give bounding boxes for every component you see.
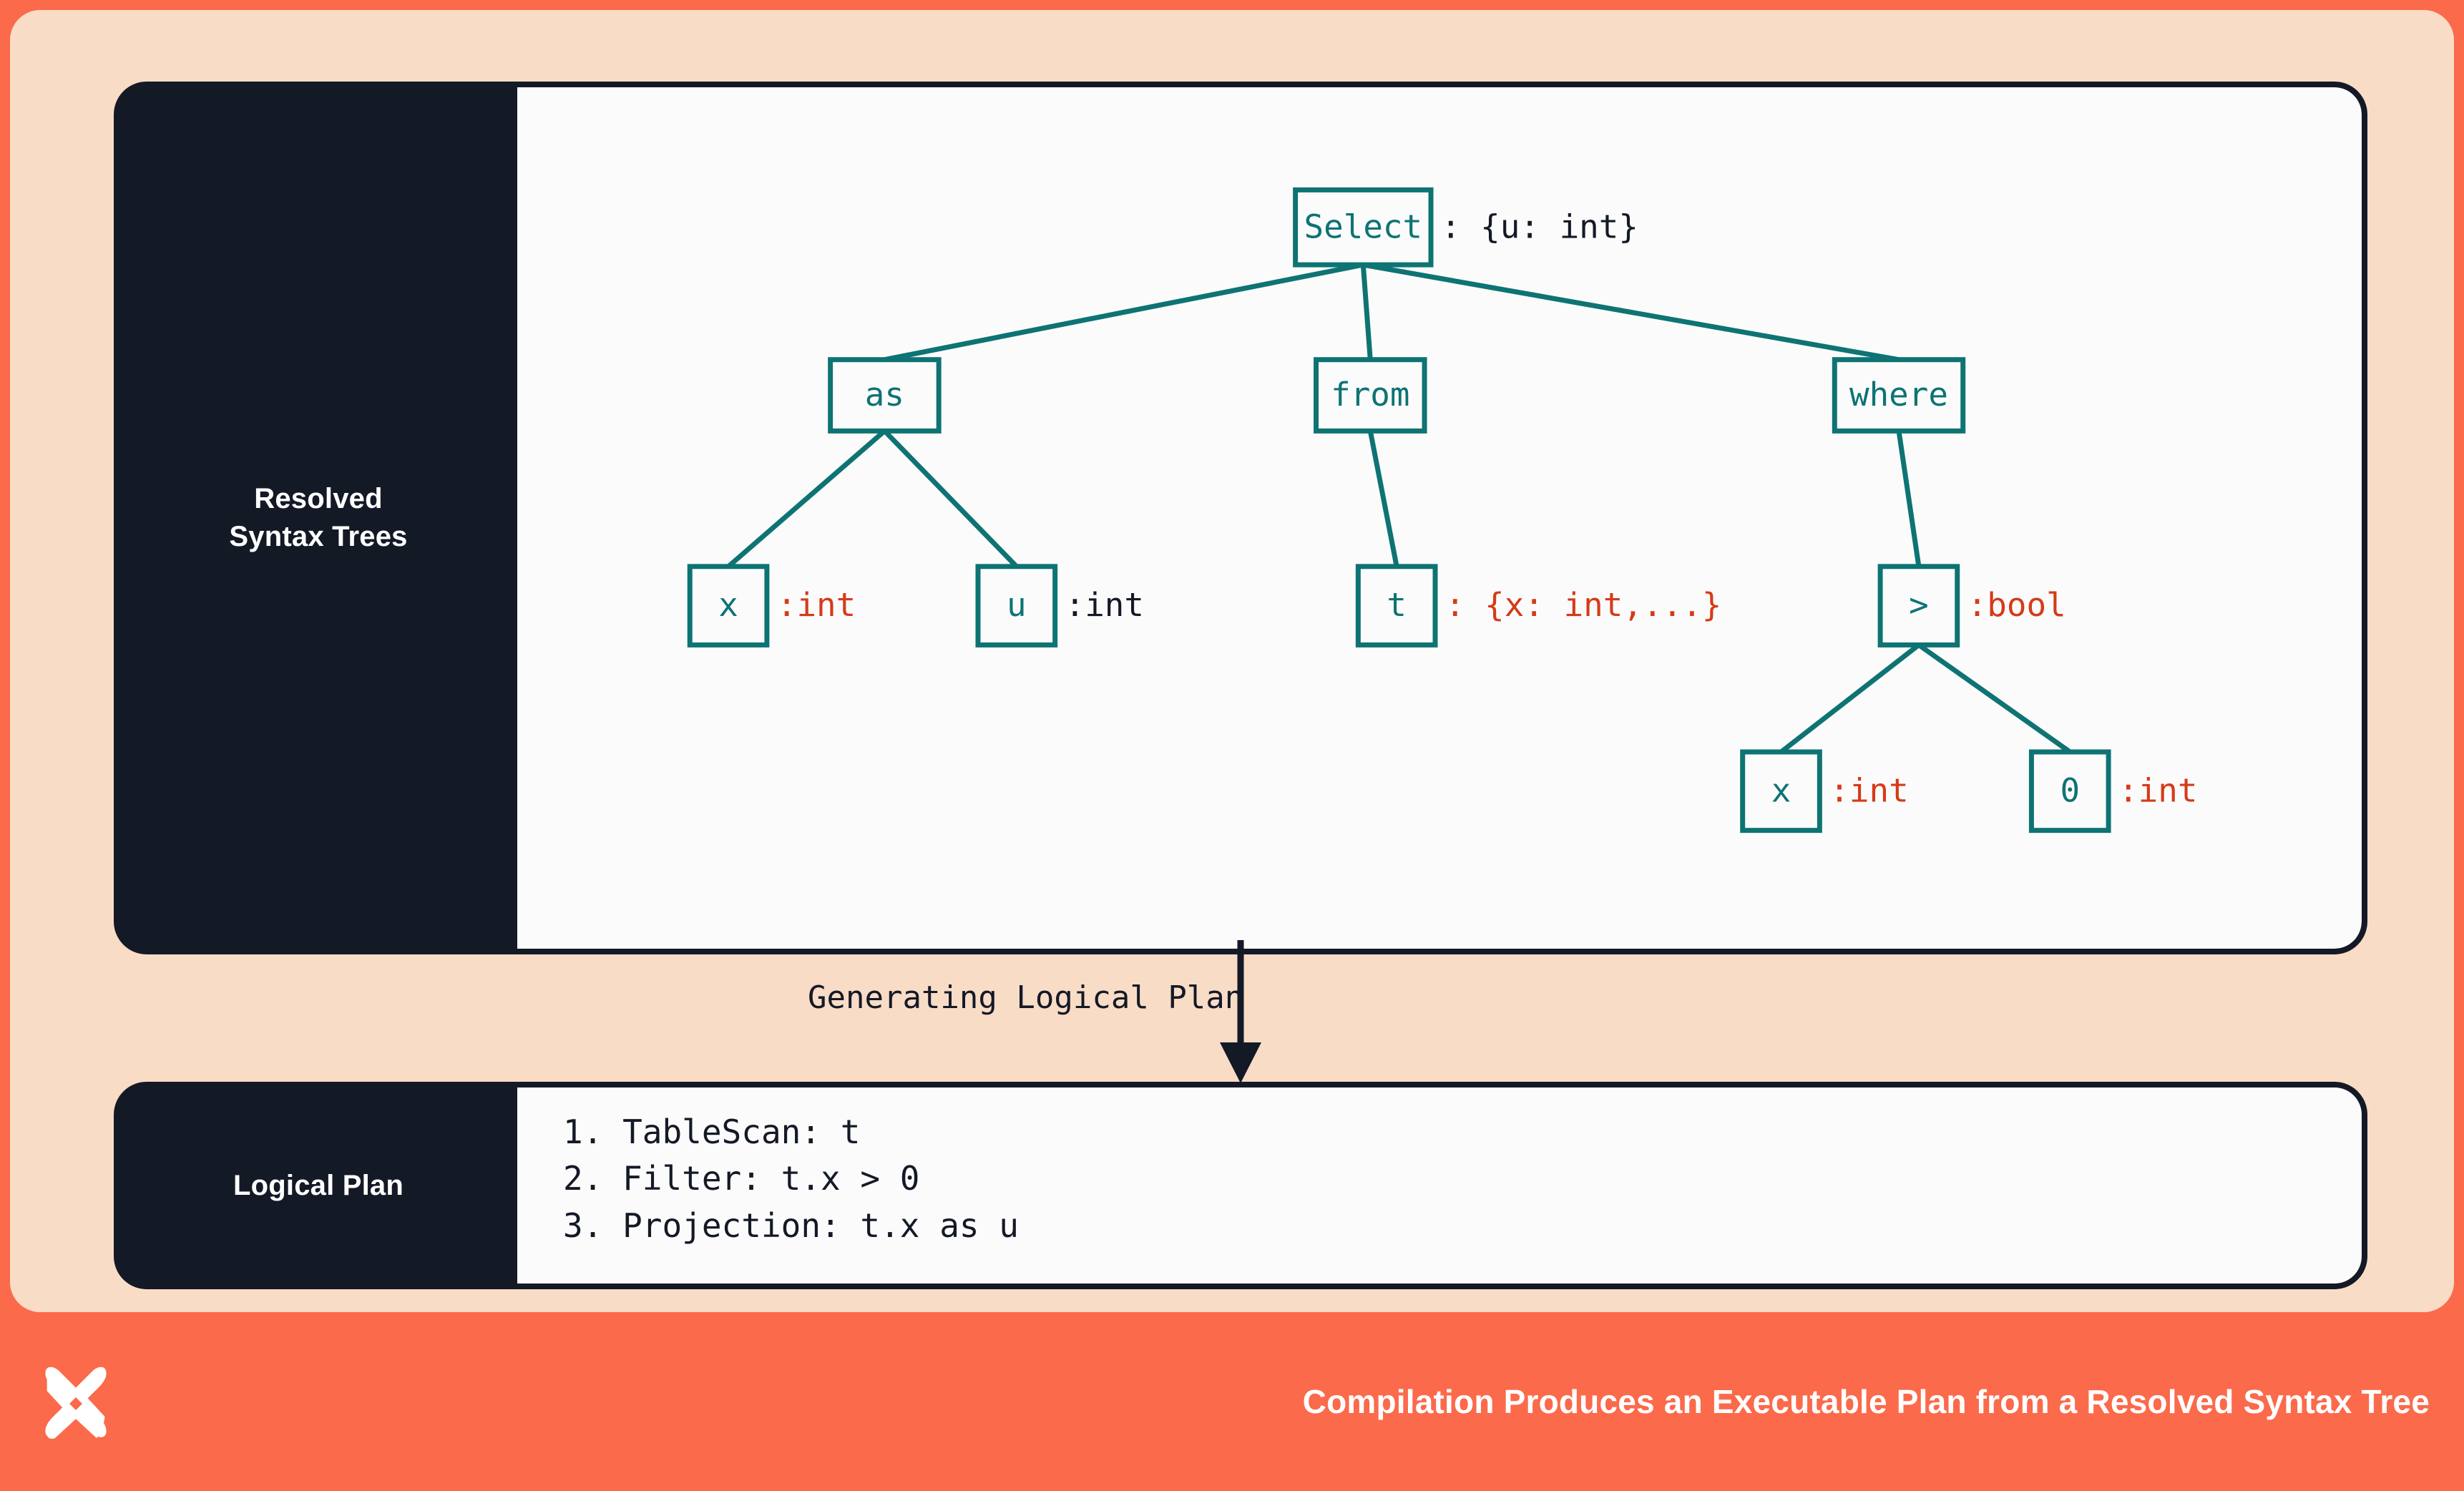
tree-node-leaf_x1[interactable]: x :int (687, 564, 856, 647)
resolved-syntax-trees-label: Resolved Syntax Trees (119, 87, 517, 949)
tree-node-select[interactable]: Select : {u: int} (1293, 187, 1638, 268)
tree-node-label-from: from (1331, 375, 1409, 414)
tree-node-label-leaf_x1: x (718, 585, 738, 624)
tree-label-line-1: Resolved (254, 483, 383, 515)
tree-node-from[interactable]: from (1314, 357, 1427, 434)
tree-node-label-leaf_x2: x (1771, 771, 1791, 809)
tree-node-box-leaf_u (975, 564, 1058, 647)
tree-node-box-leaf_0 (2028, 749, 2111, 834)
tree-edge-as-to-leaf_x1 (726, 429, 886, 569)
tree-node-box-select (1293, 187, 1434, 268)
footer-title: Compilation Produces an Executable Plan … (1302, 1383, 2430, 1420)
tree-edge-select-to-from (1360, 264, 1373, 360)
tree-node-box-where (1832, 357, 1966, 434)
tree-node-annotation-leaf_x2: :int (1829, 771, 1908, 809)
tree-node-label-leaf_u: u (1007, 585, 1027, 624)
tree-node-where[interactable]: where (1832, 357, 1966, 434)
tree-node-box-gt (1877, 564, 1960, 647)
logical-plan-body: 1. TableScan: t 2. Filter: t.x > 0 3. Proj… (517, 1087, 2362, 1284)
tree-node-gt[interactable]: > :bool (1877, 564, 2066, 647)
generating-plan-label: Generating Logical Plan (808, 979, 1244, 1016)
tree-node-annotation-select: : {u: int} (1441, 207, 1638, 245)
tree-edge-gt-to-leaf_x2 (1779, 642, 1921, 754)
tree-edge-select-to-as (884, 262, 1364, 363)
tree-node-annotation-leaf_t: : {x: int,...} (1445, 585, 1721, 624)
x-star-logo-icon (45, 1367, 107, 1439)
tree-node-label-where: where (1849, 375, 1948, 414)
generating-plan-arrow (1220, 940, 1261, 1083)
tree-node-annotation-leaf_x1: :int (777, 585, 856, 624)
logical-plan-label: Logical Plan (233, 1169, 404, 1201)
tree-edge-select-to-where (1362, 262, 1900, 363)
tree-label-line-2: Syntax Trees (229, 521, 408, 552)
tree-node-box-leaf_x1 (687, 564, 770, 647)
tree-node-as[interactable]: as (828, 357, 942, 434)
tree-node-label-leaf_t: t (1387, 585, 1407, 624)
syntax-tree-canvas: Select : {u: int} as from where x :int u :int t : … (517, 87, 2362, 949)
logical-plan-step-1: 1. TableScan: t (563, 1113, 861, 1151)
canvas-surface: Resolved Syntax Trees Select : {u: int} as… (10, 10, 2454, 1312)
tree-node-box-from (1314, 357, 1427, 434)
tree-node-leaf_u[interactable]: u :int (975, 564, 1144, 647)
tree-node-annotation-leaf_u: :int (1065, 585, 1144, 624)
logical-plan-step-3: 3. Projection: t.x as u (563, 1206, 1019, 1245)
tree-node-annotation-leaf_0: :int (2118, 771, 2197, 809)
footer-banner: Compilation Produces an Executable Plan … (0, 1312, 2464, 1491)
tree-node-leaf_0[interactable]: 0 :int (2028, 749, 2197, 834)
tree-node-label-select: Select (1304, 207, 1423, 245)
tree-node-box-leaf_t (1355, 564, 1438, 647)
tree-node-box-as (828, 357, 942, 434)
tree-node-label-as: as (865, 375, 904, 414)
tree-node-leaf_t[interactable]: t : {x: int,...} (1355, 564, 1721, 647)
tree-node-box-leaf_x2 (1740, 749, 1822, 834)
tree-node-label-gt: > (1909, 585, 1929, 624)
logical-plan-steps: 1. TableScan: t 2. Filter: t.x > 0 3. Proj… (563, 1109, 1019, 1249)
logical-plan-step-2: 2. Filter: t.x > 0 (563, 1159, 920, 1198)
tree-edge-where-to-gt (1896, 430, 1922, 567)
resolved-syntax-trees-card: Resolved Syntax Trees Select : {u: int} as… (114, 82, 2367, 954)
tree-edge-from-to-leaf_t (1367, 430, 1399, 567)
syntax-tree-svg: Select : {u: int} as from where x :int u :int t : … (687, 187, 2197, 834)
logical-plan-card: Logical Plan 1. TableScan: t 2. Filter: t… (114, 1082, 2367, 1289)
tree-node-leaf_x2[interactable]: x :int (1740, 749, 1909, 834)
tree-edge-gt-to-leaf_0 (1917, 642, 2072, 754)
tree-node-label-leaf_0: 0 (2060, 771, 2080, 809)
tree-node-annotation-gt: :bool (1967, 585, 2066, 624)
tree-edge-as-to-leaf_u (882, 429, 1019, 569)
